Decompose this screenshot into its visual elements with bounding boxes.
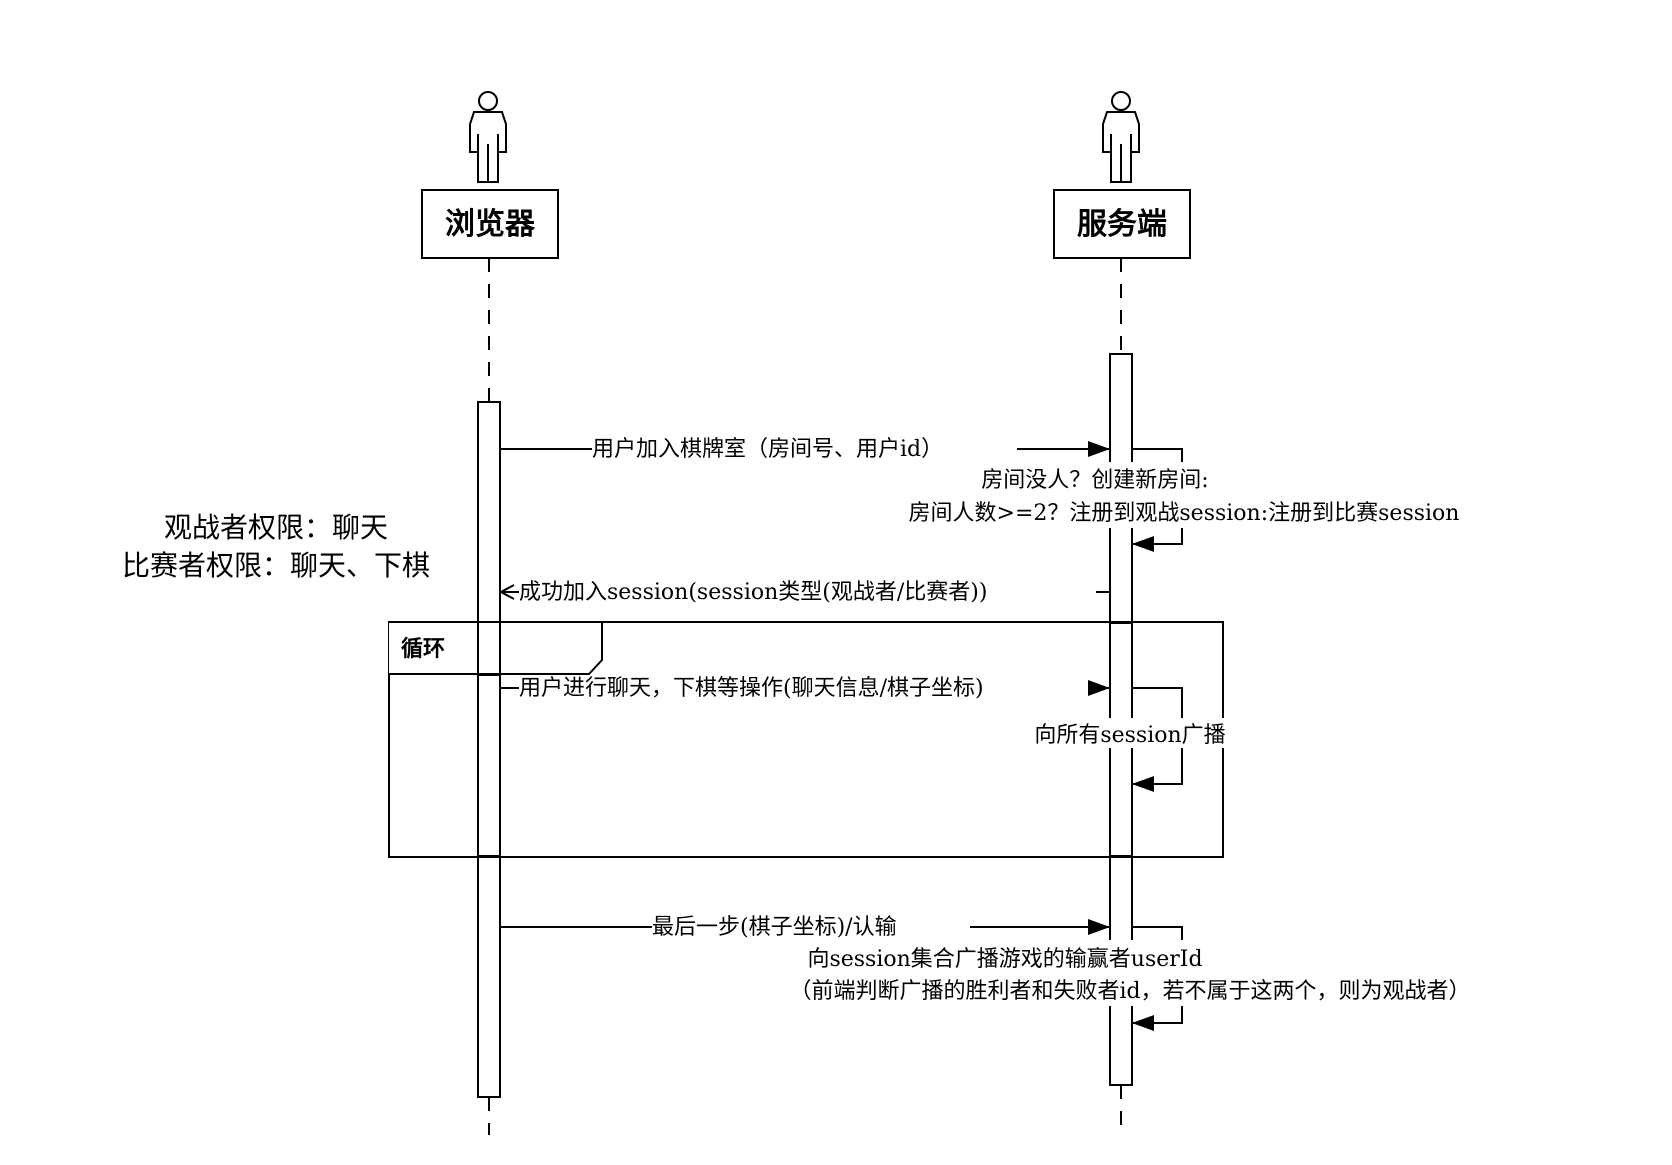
loop-frame-tab (389, 621, 603, 675)
self-message-register: 房间没人？创建新房间: 房间人数>=2？注册到观战session:注册到比赛se… (909, 448, 1620, 552)
message-last-move: 最后一步(棋子坐标)/认输 (500, 915, 1110, 940)
message-chat-move: 用户进行聊天，下棋等操作(聊天信息/棋子坐标) (500, 676, 1110, 701)
actor-name-browser: 浏览器 (445, 207, 536, 242)
self-message-label-line2: （前端判断广播的胜利者和失败者id，若不属于这两个，则为观战者） (789, 979, 1470, 1004)
self-message-label-line1: 房间没人？创建新房间: (981, 468, 1208, 493)
actor-box-browser (421, 189, 559, 259)
loop-frame-label: 循环 (401, 636, 445, 662)
person-icon (1102, 91, 1140, 183)
label-background (720, 940, 1540, 1006)
self-message-label-line1: 向session集合广播游戏的输赢者userId (807, 947, 1202, 972)
note-line-spectator: 观战者权限：聊天 (164, 511, 388, 544)
label-background (1015, 718, 1245, 748)
self-message-label-line2: 房间人数>=2？注册到观战session:注册到比赛session (909, 501, 1460, 526)
activation-browser-overlay (477, 674, 501, 857)
actor-server: 服务端 (1053, 91, 1191, 259)
permissions-note: 观战者权限：聊天 比赛者权限：聊天、下棋 (122, 511, 430, 582)
loop-frame: 循环 (388, 621, 1224, 858)
actor-browser: 浏览器 (421, 91, 559, 259)
message-label: 用户加入棋牌室（房间号、用户id） (592, 437, 943, 462)
person-icon (469, 91, 507, 183)
self-message-broadcast: 向所有session广播 (1015, 687, 1245, 792)
actor-name-server: 服务端 (1077, 207, 1167, 242)
note-line-player: 比赛者权限：聊天、下棋 (122, 549, 430, 582)
message-label: 用户进行聊天，下棋等操作(聊天信息/棋子坐标) (519, 676, 984, 701)
message-join-success: 成功加入session(session类型(观战者/比赛者)) (501, 580, 1109, 605)
self-message-label: 向所有session广播 (1034, 723, 1225, 748)
message-label: 最后一步(棋子坐标)/认输 (652, 915, 897, 940)
label-background (980, 462, 1620, 528)
message-label: 成功加入session(session类型(观战者/比赛者)) (519, 580, 987, 605)
self-message-result: 向session集合广播游戏的输赢者userId （前端判断广播的胜利者和失败者… (720, 926, 1540, 1031)
actor-box-server (1053, 189, 1191, 259)
message-join-room: 用户加入棋牌室（房间号、用户id） (500, 437, 1110, 462)
